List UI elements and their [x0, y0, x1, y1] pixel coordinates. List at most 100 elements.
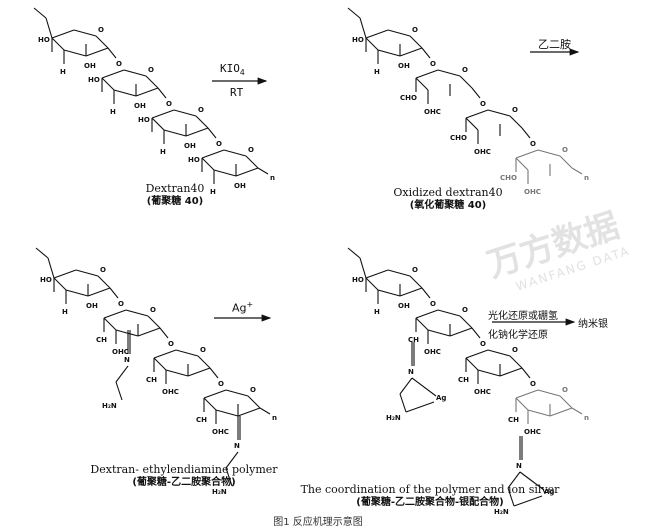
hydrogen-label: H: [62, 308, 68, 316]
ring-bond: [499, 367, 523, 377]
ring-bond: [365, 269, 389, 279]
ring-bond: [185, 127, 209, 137]
ring-bond: [459, 75, 473, 89]
ring-bond: [365, 37, 379, 51]
glycosidic-oxygen-label: O: [430, 300, 436, 308]
caption-coordination: The coordination of the polymer and ion …: [300, 483, 560, 509]
ring-oxygen-label: O: [562, 386, 568, 394]
ring-bond: [153, 349, 177, 359]
ring-bond: [165, 369, 189, 377]
coordination-bond: [411, 377, 437, 397]
ring-oxygen-label: O: [412, 26, 418, 34]
ring-bond: [465, 357, 479, 371]
ring-bond: [173, 109, 197, 117]
nitrogen-label: N: [516, 462, 522, 470]
glycosidic-bond: [521, 367, 531, 379]
imine-label: CH: [96, 336, 107, 344]
glycosidic-oxygen-label: O: [216, 140, 222, 148]
terminal-bond: [571, 167, 583, 175]
ring-oxygen-label: O: [148, 66, 154, 74]
ring-bond: [87, 287, 111, 297]
reduction-method-upper: 光化还原或硼氢: [488, 311, 558, 322]
glycosidic-bond: [159, 327, 169, 339]
coordination-bond: [405, 401, 435, 413]
ring-bond: [387, 269, 411, 277]
chain-start-bond: [35, 247, 49, 259]
ring-bond: [153, 357, 167, 371]
hydroxyl-label: HO: [88, 76, 100, 84]
aldehyde-label: OHC: [474, 148, 491, 156]
caption-oxidized-dextran: Oxidized dextran40 (氧化葡聚糖 40): [388, 186, 508, 212]
caption-polymer: Dextran- ethylendiamine polymer (葡聚糖-乙二胺…: [84, 463, 284, 489]
ring-bond: [225, 389, 249, 397]
chain-start-bond: [33, 7, 47, 19]
glycosidic-bond: [471, 327, 481, 339]
hydroxyl-label: OH: [134, 102, 146, 110]
glycosidic-oxygen-label: O: [168, 340, 174, 348]
caption-oxidized-en: Oxidized dextran40: [393, 186, 503, 199]
ethylene-bond: [115, 381, 123, 401]
silver-label: Ag: [436, 394, 446, 402]
ring-bond: [515, 149, 539, 159]
nitrogen-label: N: [234, 442, 240, 450]
aldehyde-label: OHC: [524, 428, 541, 436]
aldehyde-label: OHC: [162, 388, 179, 396]
hydrogen-label: H: [374, 68, 380, 76]
amine-label: H₂N: [212, 488, 227, 496]
ring-bond: [65, 289, 89, 297]
ethylene-bond: [225, 467, 233, 487]
ethylene-bond: [399, 393, 407, 413]
ring-oxygen-label: O: [462, 66, 468, 74]
ring-bond: [559, 395, 573, 409]
nitrogen-label: N: [124, 356, 130, 364]
aldehyde-label: CHO: [450, 134, 467, 142]
ring-bond: [201, 157, 215, 171]
ring-bond: [427, 329, 451, 337]
ring-bond: [477, 369, 501, 377]
ring-bond: [147, 315, 161, 329]
ring-bond: [103, 317, 117, 331]
ring-bond: [415, 69, 439, 79]
ring-bond: [235, 167, 259, 177]
ring-oxygen-label: O: [412, 266, 418, 274]
ring-bond: [509, 355, 523, 369]
reduction-method-lower: 化钠化学还原: [488, 330, 548, 341]
hydroxyl-label: HO: [188, 156, 200, 164]
imine-label: CH: [508, 416, 519, 424]
reagent-silver-ion: Ag+: [232, 300, 254, 315]
ring-bond: [465, 349, 489, 359]
glycosidic-bond: [471, 87, 481, 99]
aldehyde-label: OHC: [474, 388, 491, 396]
ring-bond: [115, 329, 139, 337]
ring-bond: [409, 35, 423, 49]
glycosidic-bond: [109, 287, 119, 299]
ring-bond: [377, 49, 401, 57]
ring-bond: [559, 155, 573, 169]
hydrogen-label: H: [374, 308, 380, 316]
ring-bond: [63, 49, 87, 57]
ring-bond: [175, 349, 199, 357]
ethylene-bond: [507, 471, 521, 489]
ring-bond: [187, 367, 211, 377]
imine-label: CH: [146, 376, 157, 384]
caption-polymer-cn: (葡聚糖-乙二胺聚合物): [132, 477, 236, 488]
ring-bond: [237, 407, 261, 417]
ring-bond: [163, 129, 187, 137]
hydrogen-label: H: [60, 68, 66, 76]
ring-bond: [365, 29, 389, 39]
chain-start-bond: [359, 17, 367, 39]
ring-bond: [449, 327, 473, 337]
ring-bond: [527, 409, 551, 417]
ring-bond: [437, 309, 461, 317]
hydroxyl-label: OH: [234, 182, 246, 190]
aldehyde-label: OHC: [524, 188, 541, 196]
hydroxyl-label: OH: [398, 302, 410, 310]
glycosidic-oxygen-label: O: [430, 60, 436, 68]
ethylene-bond: [507, 487, 515, 507]
repeat-unit-label: n: [272, 414, 277, 422]
glycosidic-oxygen-label: O: [118, 300, 124, 308]
ring-bond: [213, 169, 237, 177]
repeat-unit-label: n: [584, 414, 589, 422]
amine-label: H₂N: [102, 402, 117, 410]
ring-oxygen-label: O: [462, 306, 468, 314]
